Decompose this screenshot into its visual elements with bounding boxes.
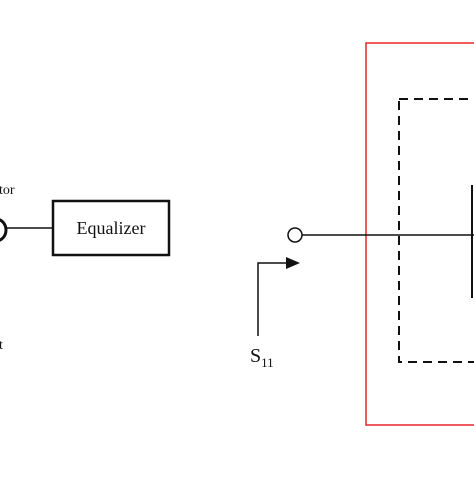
port-terminal <box>287 227 303 243</box>
s11-arrow-line <box>257 262 290 336</box>
left-label-partial: tor <box>0 183 15 198</box>
inner-dashed-box <box>398 98 474 363</box>
s11-label: S11 <box>250 345 274 370</box>
outer-boundary-box <box>365 42 474 426</box>
s11-subscript: 11 <box>261 355 274 370</box>
left-bottom-text-partial: t <box>0 338 3 353</box>
equalizer-box <box>51 199 171 257</box>
equalizer-label: Equalizer <box>77 218 146 238</box>
s11-arrow-head <box>286 257 300 269</box>
connector-symbol <box>0 218 8 242</box>
s11-main: S <box>250 345 261 367</box>
